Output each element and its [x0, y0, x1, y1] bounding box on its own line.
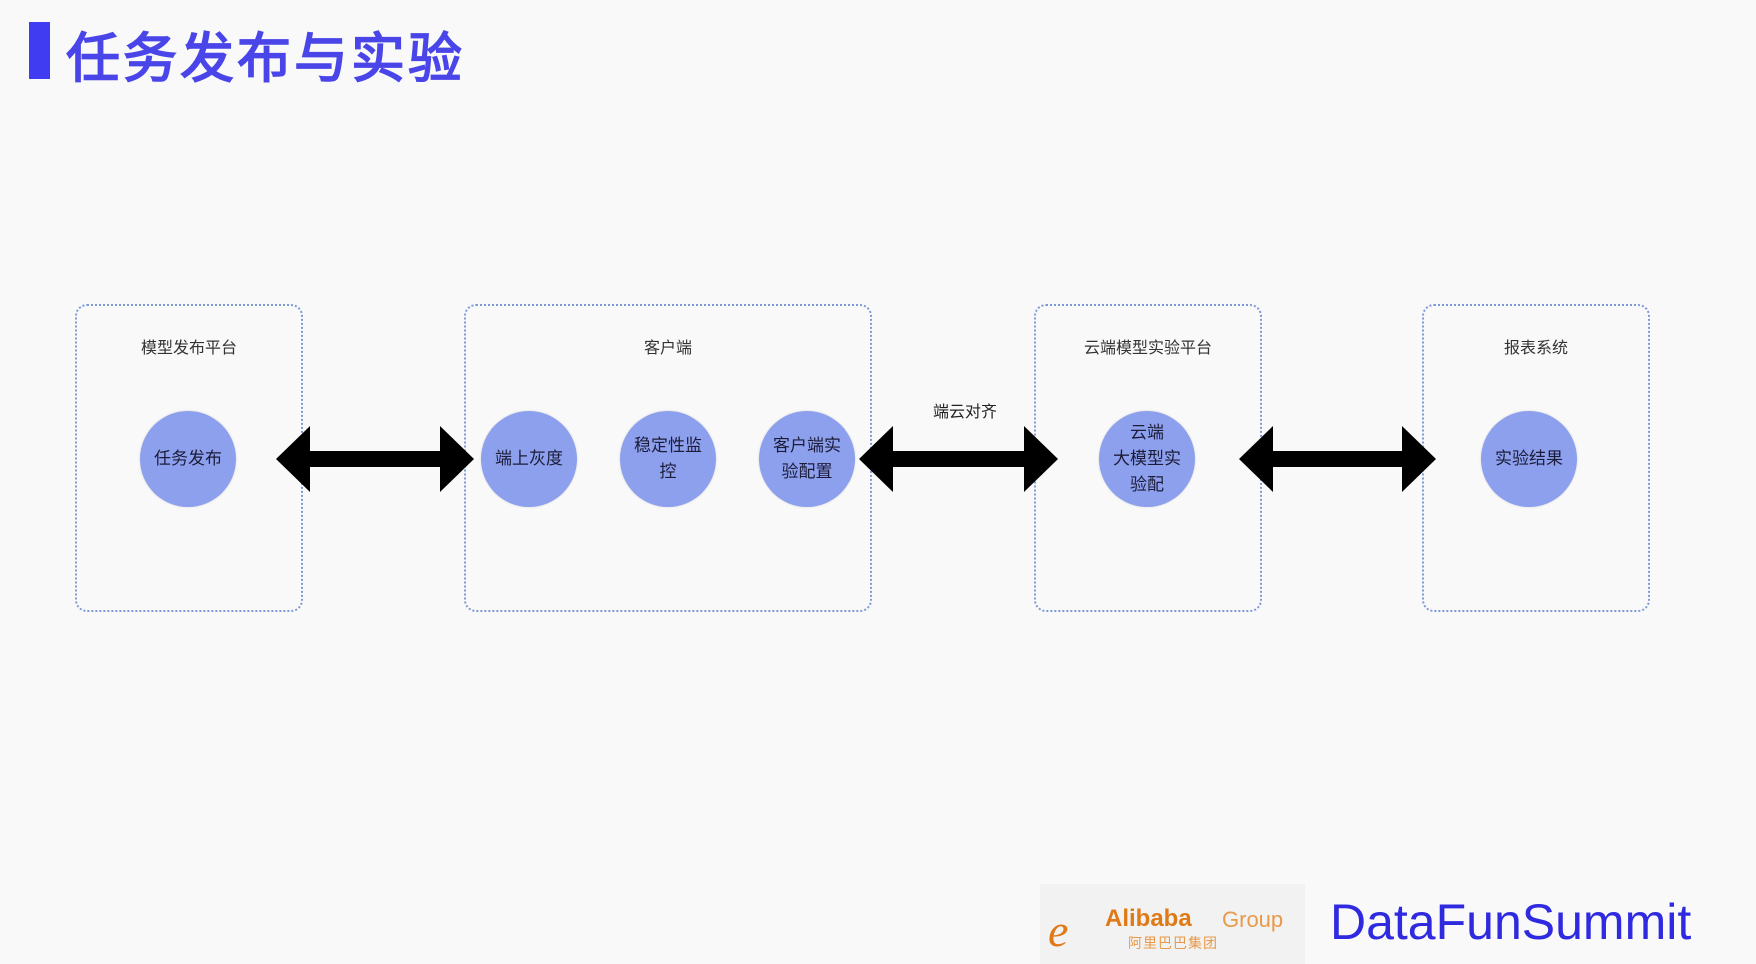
node-label-line: 云端 — [1130, 423, 1164, 443]
node-task-release: 任务发布 — [140, 411, 236, 507]
alibaba-logo-text: Alibaba — [1105, 905, 1192, 932]
node-cloud-llm-experiment: 云端 大模型实 验配 — [1099, 411, 1195, 507]
datafun-brand-logo: DataFunSummit — [1330, 894, 1692, 950]
edge-arrow-cloud-report — [1239, 426, 1436, 492]
node-label-line: 客户端实 — [773, 436, 841, 456]
node-label-line: 任务发布 — [154, 449, 222, 469]
node-label-line: 验配 — [1130, 475, 1164, 495]
node-client-experiment-config: 客户端实 验配置 — [759, 411, 855, 507]
footer-logo-area — [1040, 884, 1305, 964]
alibaba-logo-cn: 阿里巴巴集团 — [1128, 936, 1218, 952]
group-label: 报表系统 — [1503, 338, 1568, 357]
edge-arrow-client-cloud — [859, 426, 1058, 492]
edge-label-client-cloud: 端云对齐 — [933, 402, 998, 421]
edge-arrow-platform-client — [276, 426, 474, 492]
node-label-line: 稳定性监 — [634, 436, 702, 456]
node-label-line: 端上灰度 — [495, 449, 563, 469]
node-label-line: 大模型实 — [1113, 449, 1181, 469]
node-experiment-result: 实验结果 — [1481, 411, 1577, 507]
alibaba-logo-group: Group — [1222, 907, 1284, 932]
node-label-line: 控 — [659, 462, 677, 482]
alibaba-logo-icon: e — [1048, 905, 1069, 956]
node-stability-monitoring: 稳定性监 控 — [620, 411, 716, 507]
node-client-gray-release: 端上灰度 — [481, 411, 577, 507]
group-label: 客户端 — [643, 338, 692, 357]
group-label: 模型发布平台 — [140, 338, 237, 357]
group-label: 云端模型实验平台 — [1083, 338, 1212, 357]
node-label-line: 实验结果 — [1495, 449, 1563, 469]
page-title: 任务发布与实验 — [66, 27, 465, 90]
node-label-line: 验配置 — [781, 462, 833, 482]
title-accent-bar — [29, 22, 50, 79]
